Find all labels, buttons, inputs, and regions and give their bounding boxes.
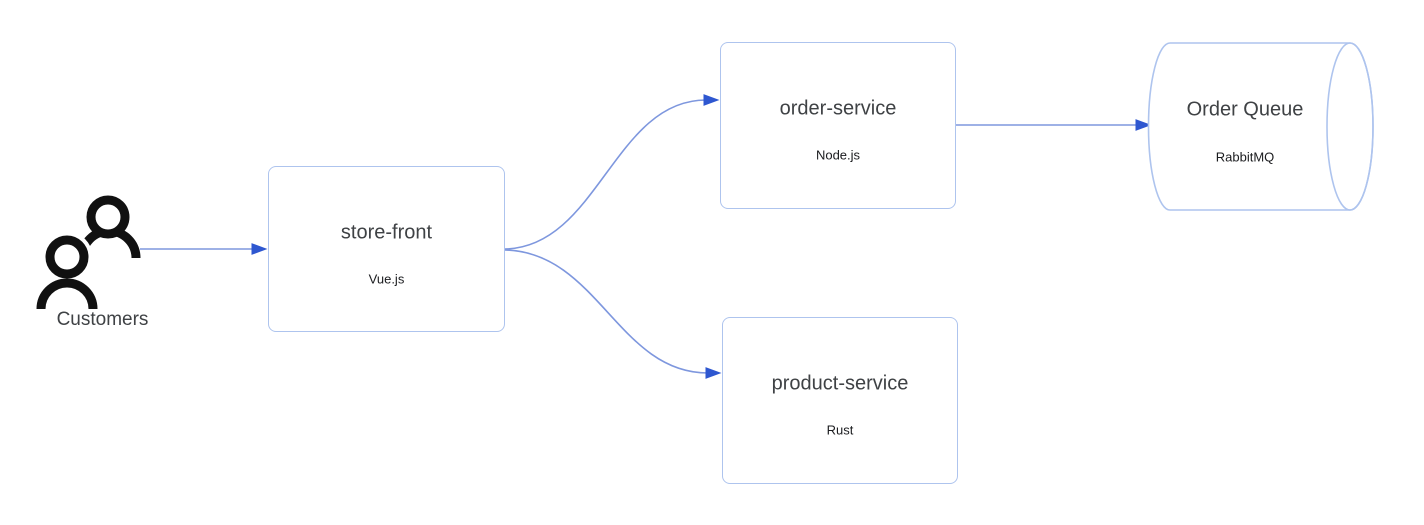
node-order-service-sublabel: Node.js — [815, 147, 861, 163]
node-product-service-label: product-service — [771, 372, 909, 395]
node-product-service-sublabel: Rust — [826, 422, 854, 438]
cylinder-shape-order-queue — [1147, 42, 1374, 211]
actor-customers-label: Customers — [56, 309, 149, 330]
edge-customers-to-store-front — [140, 243, 268, 255]
node-order-service-label: order-service — [779, 97, 897, 120]
node-product-service: product-service Rust — [722, 317, 958, 484]
node-order-queue: Order Queue RabbitMQ — [1157, 43, 1333, 210]
node-order-queue-sublabel: RabbitMQ — [1215, 149, 1275, 165]
edge-order-service-to-order-queue — [956, 119, 1152, 131]
node-store-front-label: store-front — [340, 221, 433, 244]
edge-store-front-to-order-service — [504, 94, 720, 250]
users-icon — [36, 195, 141, 310]
node-store-front: store-front Vue.js — [268, 166, 505, 332]
node-order-service: order-service Node.js — [720, 42, 956, 209]
node-order-queue-label: Order Queue — [1186, 98, 1304, 121]
node-store-front-sublabel: Vue.js — [368, 271, 405, 287]
edge-store-front-to-product-service — [504, 249, 722, 379]
